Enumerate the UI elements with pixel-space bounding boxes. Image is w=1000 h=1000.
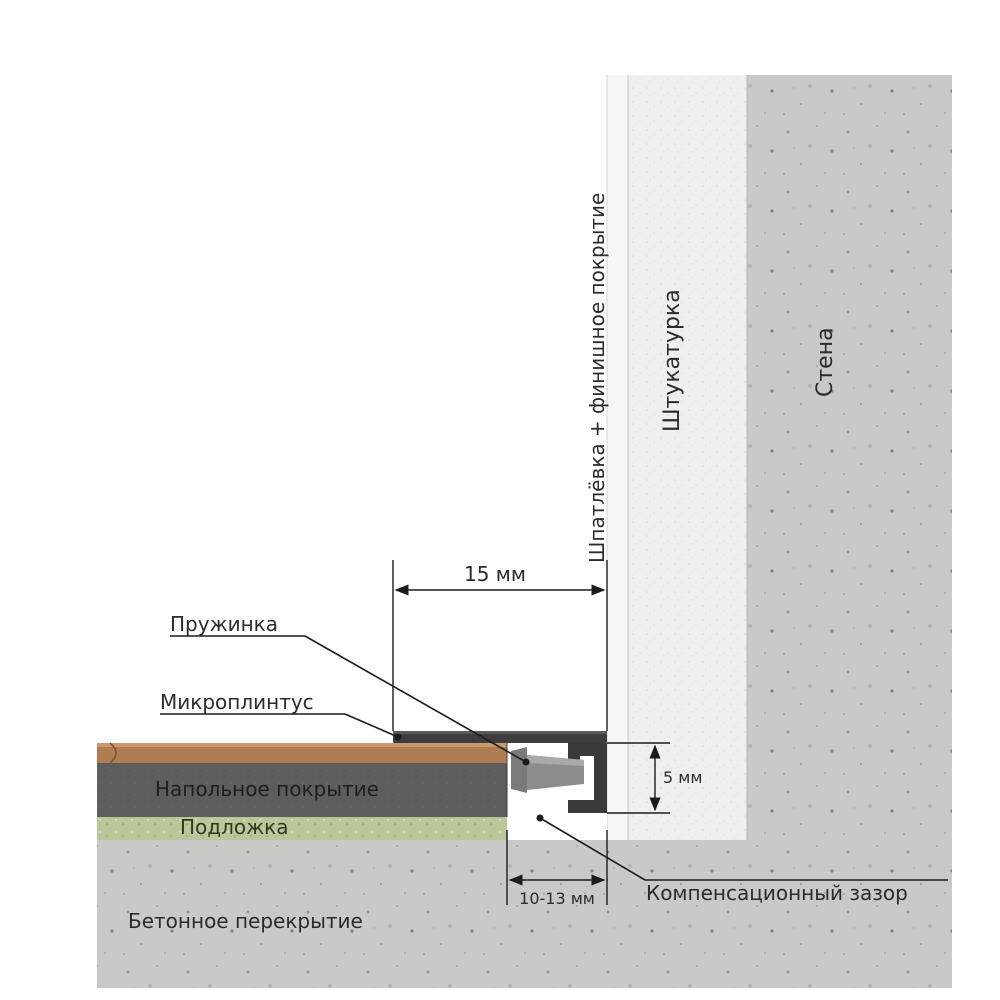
concrete-slab — [97, 840, 952, 988]
wall-block — [747, 75, 952, 840]
label-putty: Шпатлёвка + финишное покрытие — [585, 193, 609, 563]
label-gap: Компенсационный зазор — [646, 881, 908, 905]
putty-layer — [607, 75, 628, 840]
label-spring: Пружинка — [170, 612, 278, 636]
dimension-gap: 10-13 мм — [519, 889, 595, 908]
underlay-layer — [97, 817, 507, 840]
label-wall: Стена — [813, 327, 838, 397]
label-floor-covering: Напольное покрытие — [155, 777, 379, 801]
label-plaster: Штукатурка — [660, 289, 685, 432]
laminate-top — [97, 743, 507, 763]
dimension-15mm: 15 мм — [464, 562, 526, 586]
spring-clip — [511, 747, 527, 793]
floor-covering-layer — [97, 763, 507, 817]
dimension-5mm: 5 мм — [663, 768, 702, 787]
label-slab: Бетонное перекрытие — [128, 909, 363, 933]
label-underlay: Подложка — [180, 815, 288, 839]
plaster-layer — [628, 75, 747, 840]
label-skirting: Микроплинтус — [160, 690, 314, 714]
